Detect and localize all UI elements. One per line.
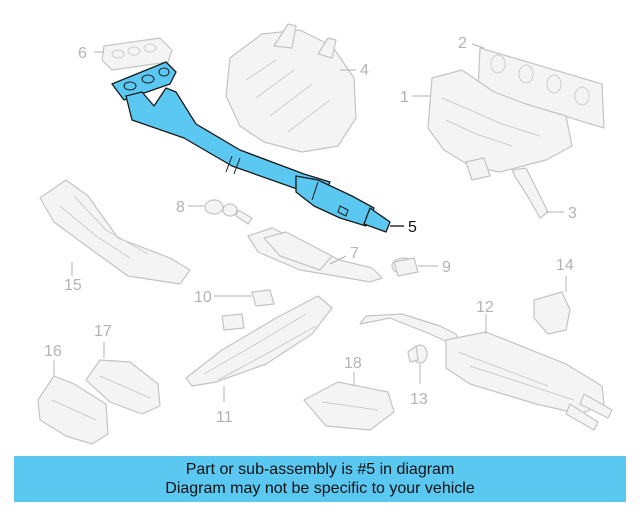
callout-2: 2 bbox=[458, 35, 467, 52]
callout-6: 6 bbox=[78, 45, 87, 62]
callout-11: 11 bbox=[216, 409, 233, 426]
callout-18: 18 bbox=[344, 355, 362, 372]
part-4-heat-shield bbox=[225, 23, 357, 153]
part-2-gasket bbox=[477, 47, 605, 129]
part-13-clamp bbox=[407, 344, 428, 364]
callout-9: 9 bbox=[442, 259, 451, 276]
callout-8: 8 bbox=[176, 199, 185, 216]
part-5-front-pipe-highlighted bbox=[111, 61, 391, 233]
callout-5: 5 bbox=[408, 219, 417, 236]
callout-17: 17 bbox=[94, 323, 112, 340]
part-1-exhaust-manifold bbox=[427, 69, 573, 181]
callout-1: 1 bbox=[400, 89, 409, 106]
callout-13: 13 bbox=[410, 391, 428, 408]
callout-15: 15 bbox=[64, 277, 82, 294]
part-14-bracket bbox=[533, 291, 571, 335]
part-17-shield bbox=[85, 359, 161, 415]
part-3-bracket bbox=[511, 167, 549, 219]
part-16-shield bbox=[37, 375, 109, 445]
part-9-clamp bbox=[391, 257, 419, 277]
part-6-gasket bbox=[101, 37, 173, 71]
callout-leaders bbox=[53, 43, 567, 402]
banner-line-1: Part or sub-assembly is #5 in diagram bbox=[185, 461, 455, 478]
callout-7: 7 bbox=[350, 245, 359, 262]
part-18-shield bbox=[303, 381, 395, 431]
banner-line-2: Diagram may not be specific to your vehi… bbox=[165, 480, 475, 497]
callout-4: 4 bbox=[360, 62, 369, 79]
part-10-hanger bbox=[221, 289, 275, 331]
callout-16: 16 bbox=[44, 343, 62, 360]
part-12-muffler bbox=[359, 313, 613, 431]
part-8-clamp bbox=[204, 199, 253, 225]
callout-12: 12 bbox=[476, 299, 494, 316]
callout-labels: 6 2 1 4 3 5 7 8 9 10 11 12 13 14 15 16 1… bbox=[44, 35, 577, 426]
part-15-heat-shield bbox=[39, 179, 191, 285]
part-7-resonator bbox=[247, 227, 383, 283]
part-11-shield bbox=[185, 295, 333, 387]
exhaust-parts-diagram: 6 2 1 4 3 5 7 8 9 10 11 12 13 14 15 16 1… bbox=[37, 23, 613, 445]
info-banner: Part or sub-assembly is #5 in diagram Di… bbox=[14, 456, 626, 502]
callout-3: 3 bbox=[568, 205, 577, 222]
callout-10: 10 bbox=[194, 289, 212, 306]
callout-14: 14 bbox=[556, 257, 574, 274]
